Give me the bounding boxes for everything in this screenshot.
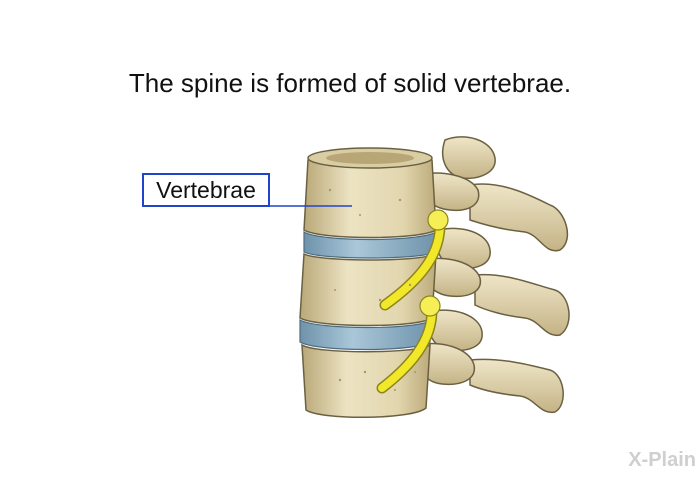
bone-texture [328, 188, 416, 391]
facet-joints [415, 136, 496, 386]
nerve-roots [376, 209, 449, 394]
vertebral-body-bottom [301, 343, 431, 418]
vertebral-body-top [303, 147, 437, 239]
spinous-processes [469, 183, 570, 414]
page-title: The spine is formed of solid vertebrae. [128, 68, 572, 98]
vertebrae-label: Vertebrae [142, 173, 270, 207]
x-plain-logo-icon: X-Plain [628, 449, 696, 472]
vertebral-body-middle [299, 252, 437, 327]
watermark-text: X-Plain [628, 449, 696, 471]
intervertebral-disc-lower [299, 318, 433, 351]
